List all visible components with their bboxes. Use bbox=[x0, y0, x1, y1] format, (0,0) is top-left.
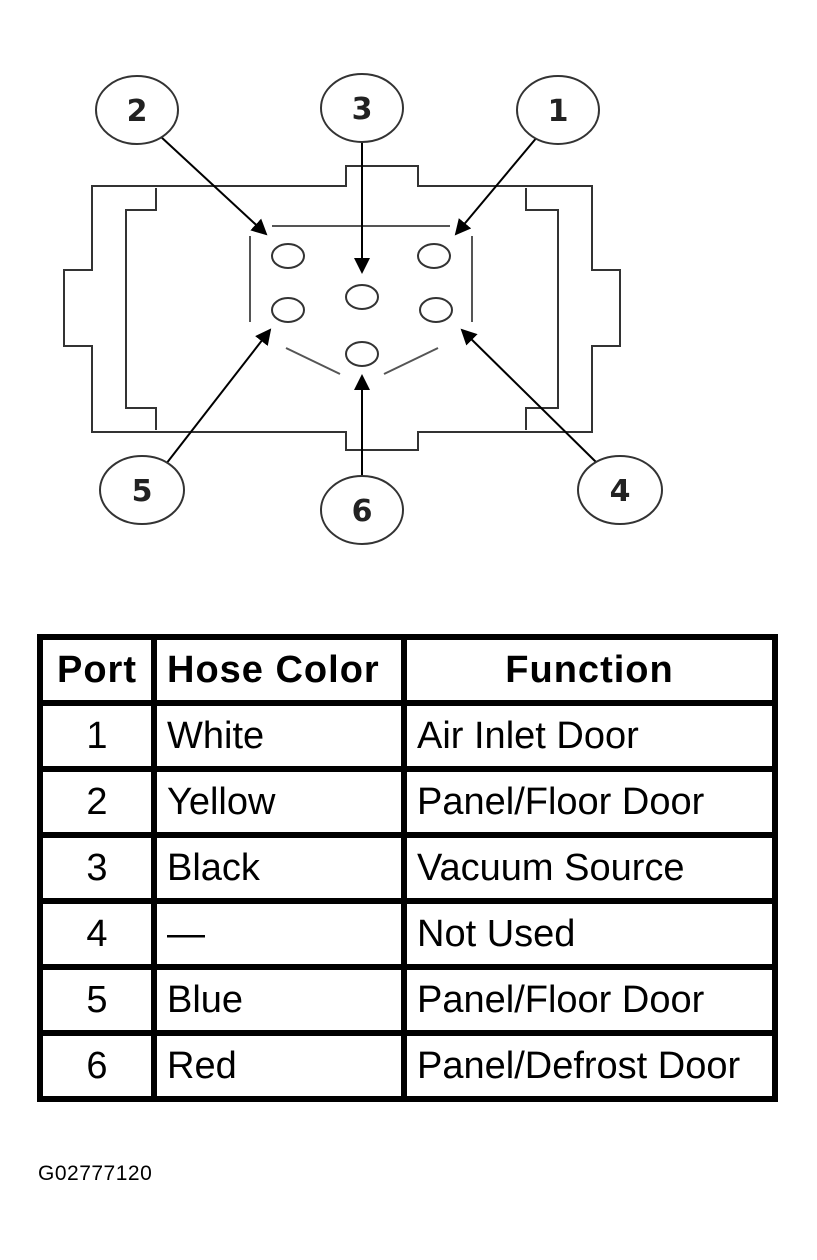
cell-port: 5 bbox=[37, 964, 157, 1036]
cell-hose-color: Blue bbox=[151, 964, 407, 1036]
table-row: 1 White Air Inlet Door bbox=[37, 700, 778, 772]
cell-hose-color: — bbox=[151, 898, 407, 970]
port-hose-function-table: Port Hose Color Function 1 White Air Inl… bbox=[37, 634, 778, 1102]
callout-4: 4 bbox=[577, 455, 663, 525]
table-row: 6 Red Panel/Defrost Door bbox=[37, 1030, 778, 1102]
header-function: Function bbox=[401, 634, 778, 706]
callout-bubbles: 2 3 1 5 6 4 bbox=[95, 73, 663, 545]
svg-text:4: 4 bbox=[610, 474, 631, 509]
figure-id: G02777120 bbox=[38, 1162, 153, 1185]
cell-hose-color: Yellow bbox=[151, 766, 407, 838]
table-row: 3 Black Vacuum Source bbox=[37, 832, 778, 904]
table-row: 5 Blue Panel/Floor Door bbox=[37, 964, 778, 1036]
svg-text:5: 5 bbox=[132, 474, 153, 509]
port-holes bbox=[271, 243, 453, 367]
leader-arrow-2 bbox=[159, 135, 268, 236]
cell-port: 1 bbox=[37, 700, 157, 772]
svg-text:1: 1 bbox=[548, 94, 569, 129]
callout-5: 5 bbox=[99, 455, 185, 525]
table-header-row: Port Hose Color Function bbox=[37, 634, 778, 706]
cell-function: Panel/Floor Door bbox=[401, 766, 778, 838]
svg-text:2: 2 bbox=[127, 94, 148, 129]
port-hole-6 bbox=[345, 341, 379, 367]
leader-arrows bbox=[159, 135, 599, 480]
cell-function: Air Inlet Door bbox=[401, 700, 778, 772]
leader-arrow-5 bbox=[165, 328, 272, 465]
leader-arrow-1 bbox=[454, 135, 539, 236]
table-row: 4 — Not Used bbox=[37, 898, 778, 970]
header-port: Port bbox=[37, 634, 157, 706]
port-hole-1 bbox=[417, 243, 451, 269]
cell-hose-color: Black bbox=[151, 832, 407, 904]
callout-2: 2 bbox=[95, 75, 179, 145]
header-hose-color: Hose Color bbox=[151, 634, 407, 706]
cell-function: Panel/Floor Door bbox=[401, 964, 778, 1036]
callout-3: 3 bbox=[320, 73, 404, 143]
cell-function: Vacuum Source bbox=[401, 832, 778, 904]
cell-hose-color: White bbox=[151, 700, 407, 772]
leader-arrow-4 bbox=[460, 328, 599, 465]
table-row: 2 Yellow Panel/Floor Door bbox=[37, 766, 778, 838]
callout-6: 6 bbox=[320, 475, 404, 545]
callout-1: 1 bbox=[516, 75, 600, 145]
port-hole-2 bbox=[271, 243, 305, 269]
vacuum-connector-diagram: 2 3 1 5 6 4 bbox=[63, 73, 663, 545]
connector-body bbox=[63, 165, 621, 451]
cell-function: Panel/Defrost Door bbox=[401, 1030, 778, 1102]
svg-text:6: 6 bbox=[352, 494, 373, 529]
cell-hose-color: Red bbox=[151, 1030, 407, 1102]
port-hole-4 bbox=[419, 297, 453, 323]
cell-port: 2 bbox=[37, 766, 157, 838]
svg-text:3: 3 bbox=[352, 92, 373, 127]
cell-port: 4 bbox=[37, 898, 157, 970]
port-hole-5 bbox=[271, 297, 305, 323]
cell-port: 6 bbox=[37, 1030, 157, 1102]
cell-function: Not Used bbox=[401, 898, 778, 970]
port-hole-3 bbox=[345, 284, 379, 310]
cell-port: 3 bbox=[37, 832, 157, 904]
